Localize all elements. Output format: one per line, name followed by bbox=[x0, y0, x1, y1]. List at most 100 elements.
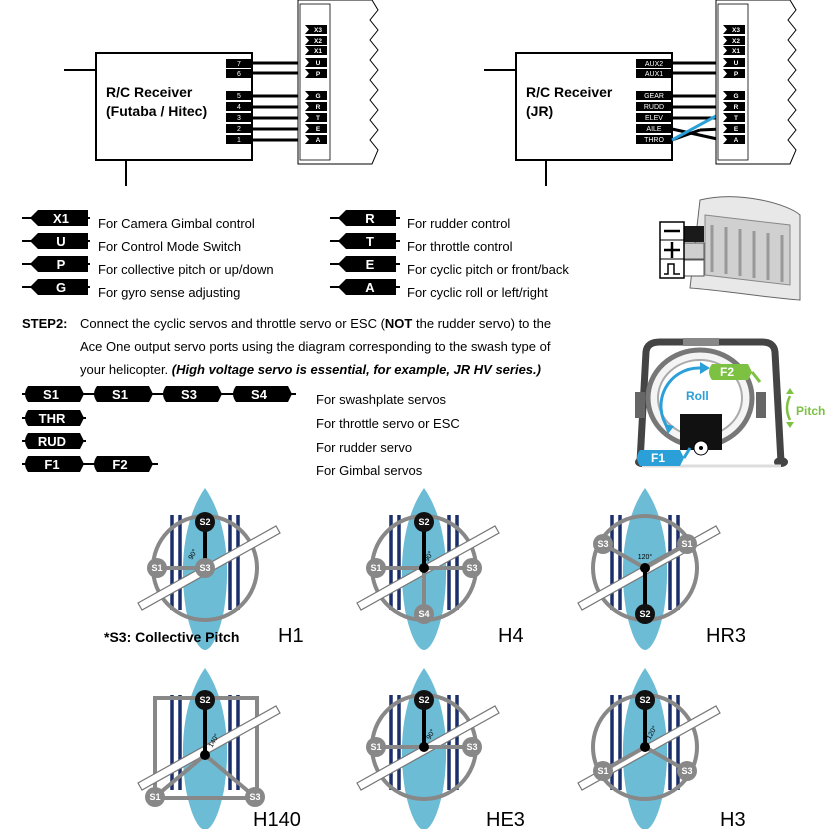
h4-s4: S4 bbox=[418, 609, 429, 619]
swash-h4: S2 S1 S3 S4 90° H4 bbox=[356, 488, 524, 650]
h140-s3: S3 bbox=[249, 792, 260, 802]
futaba-title-2: (Futaba / Hitec) bbox=[106, 103, 207, 119]
jr-ch-aile: AILE bbox=[646, 126, 662, 133]
legend-tags: X1 U P G R T E A bbox=[22, 210, 400, 295]
step2-line3-em: (High voltage servo is essential, for ex… bbox=[171, 362, 541, 377]
swash-hr3: S3 S1 S2 120° HR3 bbox=[577, 488, 746, 650]
swash-h1: S2 S1 S3 90° H1 bbox=[137, 488, 304, 650]
step2-line2: Ace One output servo ports using the dia… bbox=[80, 339, 551, 354]
legend-text-e: For cyclic pitch or front/back bbox=[407, 262, 569, 277]
futaba-ch5: 5 bbox=[237, 93, 241, 100]
swash-note: *S3: Collective Pitch bbox=[104, 629, 239, 645]
h1-s1: S1 bbox=[151, 563, 162, 573]
h4-s3: S3 bbox=[466, 563, 477, 573]
step2-text: Connect the cyclic servos and throttle s… bbox=[80, 312, 610, 381]
servo-tag-f1: F1 bbox=[44, 457, 59, 472]
futaba-receiver: 7 6 5 4 3 2 1 R/C Receiver (Futaba / Hit… bbox=[64, 52, 305, 186]
jr-ch-gear: GEAR bbox=[644, 93, 664, 100]
gimbal-roll-label: Roll bbox=[686, 389, 709, 403]
port-x2: X2 bbox=[732, 38, 740, 45]
port-u: U bbox=[316, 60, 321, 67]
legend-tag-a: A bbox=[365, 280, 375, 295]
servo-desc-gimbal: For Gimbal servos bbox=[316, 463, 423, 478]
legend-text-r: For rudder control bbox=[407, 216, 511, 231]
hr3-angle: 120° bbox=[638, 553, 653, 561]
legend-text-t: For throttle control bbox=[407, 239, 513, 254]
h140-name: H140 bbox=[253, 809, 301, 829]
futaba-ch2: 2 bbox=[237, 126, 241, 133]
step2-label: STEP2: bbox=[22, 316, 68, 331]
ace-port-tags-left: X3 X2 X1 U P G R T E A bbox=[305, 25, 327, 144]
legend-tag-p: P bbox=[57, 257, 66, 272]
hr3-s2: S2 bbox=[639, 609, 650, 619]
legend-tag-r: R bbox=[365, 211, 375, 226]
port-r: R bbox=[734, 104, 739, 111]
port-t: T bbox=[734, 115, 738, 122]
h1-name: H1 bbox=[278, 625, 304, 647]
port-g: G bbox=[733, 93, 738, 100]
h3-s3: S3 bbox=[681, 766, 692, 776]
jr-receiver: AUX2 AUX1 GEAR RUDD ELEV AILE THRO R/C R… bbox=[484, 52, 723, 186]
port-e: E bbox=[316, 126, 321, 133]
futaba-ch3: 3 bbox=[237, 115, 241, 122]
legend-tag-t: T bbox=[366, 234, 374, 249]
legend-text-x1: For Camera Gimbal control bbox=[98, 216, 255, 231]
jr-title-2: (JR) bbox=[526, 103, 553, 119]
port-x3: X3 bbox=[732, 27, 740, 34]
h4-s2: S2 bbox=[418, 517, 429, 527]
h140-s2: S2 bbox=[199, 695, 210, 705]
hr3-s1: S1 bbox=[681, 539, 692, 549]
he3-s2: S2 bbox=[418, 695, 429, 705]
servo-tag-s3: S3 bbox=[181, 387, 197, 402]
h1-s3: S3 bbox=[199, 563, 210, 573]
futaba-title-1: R/C Receiver bbox=[106, 84, 193, 100]
port-x1: X1 bbox=[314, 48, 322, 55]
servo-tag-s4: S4 bbox=[251, 387, 268, 402]
swash-h140: S2 S1 S3 140° H140 bbox=[137, 668, 301, 829]
servo-tag-s1: S1 bbox=[43, 387, 59, 402]
port-a: A bbox=[316, 137, 321, 144]
port-t: T bbox=[316, 115, 320, 122]
gimbal-pitch-label: Pitch bbox=[796, 404, 825, 418]
he3-name: HE3 bbox=[486, 809, 525, 829]
h140-s1: S1 bbox=[149, 792, 160, 802]
servo-tag-thr: THR bbox=[39, 411, 66, 426]
legend-text-u: For Control Mode Switch bbox=[98, 239, 242, 254]
swash-h3: S2 S1 S3 120° H3 bbox=[577, 668, 746, 829]
he3-s3: S3 bbox=[466, 742, 477, 752]
gimbal-f2-label: F2 bbox=[720, 365, 734, 379]
legend-tag-x1: X1 bbox=[53, 211, 69, 226]
hr3-name: HR3 bbox=[706, 625, 746, 647]
legend-tag-e: E bbox=[366, 257, 375, 272]
jr-title-1: R/C Receiver bbox=[526, 84, 613, 100]
port-p: P bbox=[734, 71, 739, 78]
legend-tag-u: U bbox=[56, 234, 65, 249]
jr-ch-thro: THRO bbox=[644, 137, 664, 144]
jr-ch-rudd: RUDD bbox=[644, 104, 664, 111]
gimbal-f1-label: F1 bbox=[651, 451, 665, 465]
servo-desc-throttle: For throttle servo or ESC bbox=[316, 416, 460, 431]
futaba-ch6: 6 bbox=[237, 71, 241, 78]
h3-s1: S1 bbox=[597, 766, 608, 776]
servo-desc-swash: For swashplate servos bbox=[316, 392, 447, 407]
connector-illustration bbox=[659, 196, 801, 301]
servo-tag-f2: F2 bbox=[112, 457, 127, 472]
hr3-s3: S3 bbox=[597, 539, 608, 549]
h3-name: H3 bbox=[720, 809, 746, 829]
step2-line3a: your helicopter. bbox=[80, 362, 172, 377]
port-e: E bbox=[734, 126, 739, 133]
futaba-ch4: 4 bbox=[237, 104, 241, 111]
legend-text-g: For gyro sense adjusting bbox=[98, 285, 241, 300]
h4-name: H4 bbox=[498, 625, 524, 647]
step2-paragraph: STEP2: Connect the cyclic servos and thr… bbox=[22, 312, 622, 382]
jr-ch-elev: ELEV bbox=[645, 115, 663, 122]
jr-ch-aux2: AUX2 bbox=[645, 61, 663, 68]
port-g: G bbox=[315, 93, 320, 100]
port-p: P bbox=[316, 71, 321, 78]
step2-line1b: the rudder servo) to the bbox=[412, 316, 552, 331]
step2-not: NOT bbox=[384, 316, 413, 331]
port-x1: X1 bbox=[732, 48, 740, 55]
servo-tags: S1 S1 S3 S4 THR RUD F1 F2 bbox=[22, 386, 296, 472]
port-x2: X2 bbox=[314, 38, 322, 45]
